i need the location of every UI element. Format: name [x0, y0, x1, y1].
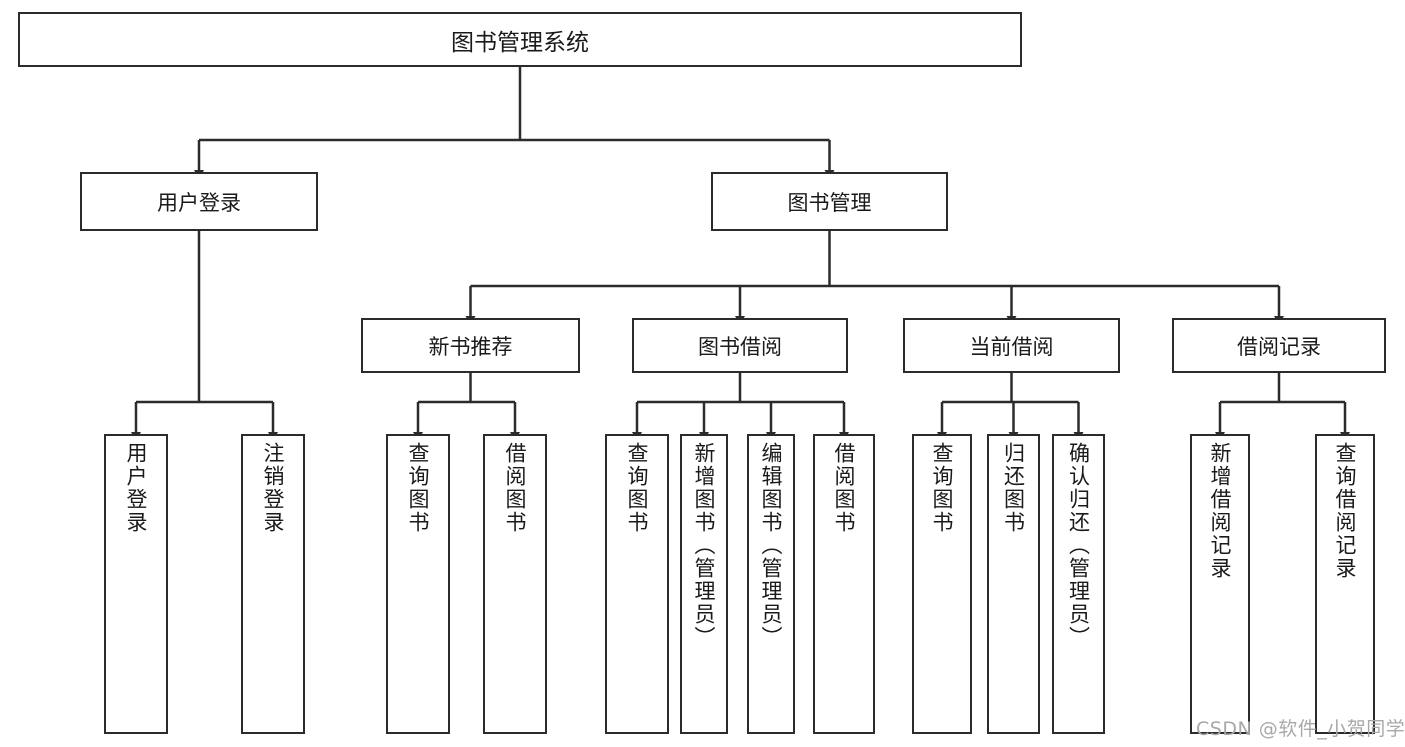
node-leaf-add-book[interactable]: 新增图书（管理员）: [680, 434, 728, 734]
node-leaf-query-record[interactable]: 查询借阅记录: [1315, 434, 1375, 734]
node-user-login[interactable]: 用户登录: [80, 172, 318, 231]
node-label: 确认归还（管理员）: [1066, 442, 1091, 649]
node-label: 查询借阅记录: [1333, 442, 1358, 580]
node-label: 查询图书: [406, 442, 431, 534]
node-leaf-query-book-3[interactable]: 查询图书: [912, 434, 972, 734]
node-leaf-query-book-2[interactable]: 查询图书: [605, 434, 669, 734]
node-root[interactable]: 图书管理系统: [18, 12, 1022, 67]
node-label: 新增借阅记录: [1208, 442, 1233, 580]
node-label: 用户登录: [157, 190, 241, 215]
node-label: 图书管理: [787, 190, 872, 215]
node-label: 借阅图书: [832, 442, 857, 534]
node-leaf-add-record[interactable]: 新增借阅记录: [1190, 434, 1250, 734]
node-leaf-borrow-book-1[interactable]: 借阅图书: [483, 434, 547, 734]
node-leaf-query-book-1[interactable]: 查询图书: [386, 434, 450, 734]
node-new-book-rec[interactable]: 新书推荐: [361, 318, 580, 373]
node-label: 注销登录: [261, 442, 286, 534]
node-leaf-logout[interactable]: 注销登录: [241, 434, 305, 734]
node-label: 借阅图书: [503, 442, 528, 534]
node-label: 归还图书: [1001, 442, 1026, 534]
node-borrow-record[interactable]: 借阅记录: [1172, 318, 1386, 373]
node-label: 编辑图书（管理员）: [759, 442, 784, 649]
node-leaf-user-login[interactable]: 用户登录: [104, 434, 168, 734]
node-current-borrow[interactable]: 当前借阅: [903, 318, 1120, 373]
node-leaf-confirm-return[interactable]: 确认归还（管理员）: [1052, 434, 1105, 734]
node-label: 新书推荐: [428, 334, 513, 359]
node-leaf-edit-book[interactable]: 编辑图书（管理员）: [747, 434, 795, 734]
node-label: 当前借阅: [969, 334, 1054, 359]
node-label: 用户登录: [124, 442, 149, 534]
node-leaf-borrow-book-2[interactable]: 借阅图书: [813, 434, 875, 734]
node-book-manage[interactable]: 图书管理: [711, 172, 948, 231]
node-label: 图书管理系统: [451, 29, 589, 56]
node-label: 查询图书: [625, 442, 650, 534]
node-leaf-return-book[interactable]: 归还图书: [987, 434, 1040, 734]
csdn-watermark: CSDN @软件_小贺同学: [1196, 718, 1405, 740]
node-label: 图书借阅: [698, 334, 782, 359]
node-label: 查询图书: [930, 442, 955, 534]
node-label: 借阅记录: [1237, 334, 1321, 359]
node-book-borrow[interactable]: 图书借阅: [632, 318, 848, 373]
node-label: 新增图书（管理员）: [692, 442, 717, 649]
